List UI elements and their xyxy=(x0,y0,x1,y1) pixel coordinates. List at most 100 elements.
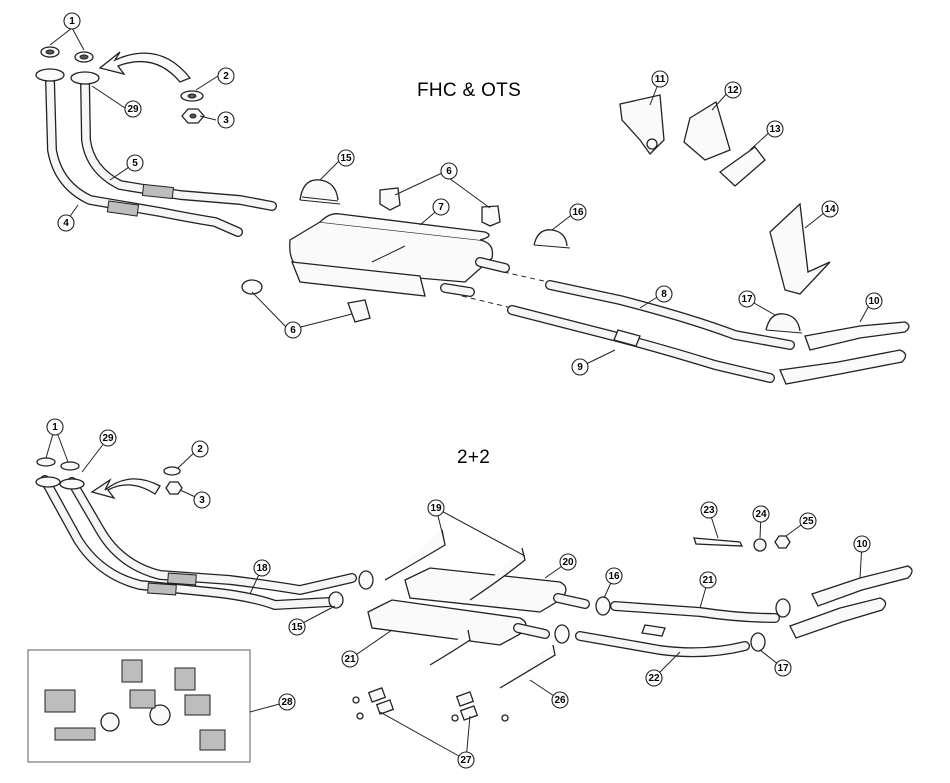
callout-number: 28 xyxy=(281,697,293,708)
callout-number: 6 xyxy=(446,166,452,177)
callout-a15: 15 xyxy=(337,149,355,167)
callout-b27: 27 xyxy=(457,751,475,769)
manifold-flanges xyxy=(35,46,100,85)
callout-circle xyxy=(655,285,673,303)
callout-b21b: 21 xyxy=(341,650,359,668)
callout-circle xyxy=(191,440,209,458)
mounting-kit-28 xyxy=(27,649,251,763)
callout-circle xyxy=(571,358,589,376)
callout-a14: 14 xyxy=(821,200,839,218)
callout-b19: 19 xyxy=(427,499,445,517)
callout-number: 1 xyxy=(69,16,75,27)
callout-a10: 10 xyxy=(865,292,883,310)
callout-number: 29 xyxy=(102,433,114,444)
callout-a7: 7 xyxy=(432,198,450,216)
callout-b18: 18 xyxy=(253,559,271,577)
callout-circle xyxy=(278,693,296,711)
straps-19 xyxy=(384,529,526,601)
callout-b25: 25 xyxy=(799,512,817,530)
callout-circle xyxy=(605,567,623,585)
callout-number: 15 xyxy=(340,153,352,164)
callout-a6a: 6 xyxy=(440,162,458,180)
callout-circle xyxy=(569,203,587,221)
callout-circle xyxy=(46,418,64,436)
callout-circle xyxy=(126,154,144,172)
callout-number: 2 xyxy=(197,444,203,455)
hanger-hardware xyxy=(693,535,791,552)
callout-number: 22 xyxy=(648,673,660,684)
section-title-2-plus-2: 2+2 xyxy=(457,447,491,468)
callout-b22: 22 xyxy=(645,669,663,687)
callout-circle xyxy=(457,751,475,769)
callout-circle xyxy=(766,120,784,138)
two-plus-two-section xyxy=(27,457,913,763)
front-down-pipe-5 xyxy=(80,75,277,211)
callout-circle xyxy=(63,12,81,30)
callout-number: 25 xyxy=(802,516,814,527)
callout-a29: 29 xyxy=(124,100,142,118)
callout-number: 10 xyxy=(868,296,880,307)
callout-number: 17 xyxy=(777,663,789,674)
callout-a13: 13 xyxy=(766,120,784,138)
callout-b29: 29 xyxy=(99,429,117,447)
callout-number: 27 xyxy=(460,755,472,766)
callout-number: 3 xyxy=(223,115,229,126)
callout-circle xyxy=(440,162,458,180)
callout-circle xyxy=(651,70,669,88)
callout-number: 17 xyxy=(741,294,753,305)
callout-b16: 16 xyxy=(605,567,623,585)
callout-circle xyxy=(700,501,718,519)
callout-circle xyxy=(699,571,717,589)
callout-circle xyxy=(559,553,577,571)
washer-and-nut-bottom xyxy=(163,466,183,495)
callout-circle xyxy=(253,559,271,577)
callout-b1: 1 xyxy=(46,418,64,436)
callout-b17: 17 xyxy=(774,659,792,677)
callout-number: 4 xyxy=(63,218,69,229)
callout-circle xyxy=(724,81,742,99)
callout-number: 2 xyxy=(223,71,229,82)
callout-circle xyxy=(341,650,359,668)
callout-number: 9 xyxy=(577,362,583,373)
callout-number: 19 xyxy=(430,503,442,514)
callout-circle xyxy=(821,200,839,218)
front-down-pipes-2-plus-2 xyxy=(40,475,357,610)
callout-b10: 10 xyxy=(853,535,871,553)
callout-number: 5 xyxy=(132,158,138,169)
callout-b26: 26 xyxy=(551,691,569,709)
callout-circle xyxy=(799,512,817,530)
callout-b20: 20 xyxy=(559,553,577,571)
mounting-brackets-6 xyxy=(241,187,501,323)
callout-circle xyxy=(645,669,663,687)
callout-number: 6 xyxy=(290,325,296,336)
callout-circle xyxy=(288,618,306,636)
callout-circle xyxy=(284,321,302,339)
callout-circle xyxy=(99,429,117,447)
callout-b23: 23 xyxy=(700,501,718,519)
callout-circle xyxy=(427,499,445,517)
callout-a9: 9 xyxy=(571,358,589,376)
callout-a17: 17 xyxy=(738,290,756,308)
mounting-brackets-11-14 xyxy=(619,94,831,295)
callout-b3: 3 xyxy=(193,491,211,509)
callout-number: 16 xyxy=(608,571,620,582)
tail-pipes-10-bottom xyxy=(789,565,913,639)
callout-number: 15 xyxy=(291,622,303,633)
clamp-17 xyxy=(765,313,803,334)
callout-circle xyxy=(57,214,75,232)
washer-and-nut-top xyxy=(180,90,205,124)
callout-number: 18 xyxy=(256,563,268,574)
callout-a2: 2 xyxy=(217,67,235,85)
callout-a16: 16 xyxy=(569,203,587,221)
clamp-16 xyxy=(533,229,571,249)
callout-circle xyxy=(752,505,770,523)
callout-a11: 11 xyxy=(651,70,669,88)
callout-number: 13 xyxy=(769,124,781,135)
callout-number: 7 xyxy=(438,202,444,213)
callout-number: 12 xyxy=(727,85,739,96)
callout-a5: 5 xyxy=(126,154,144,172)
mounting-pads-27 xyxy=(352,687,509,722)
assembly-arrow-bottom xyxy=(90,478,161,500)
